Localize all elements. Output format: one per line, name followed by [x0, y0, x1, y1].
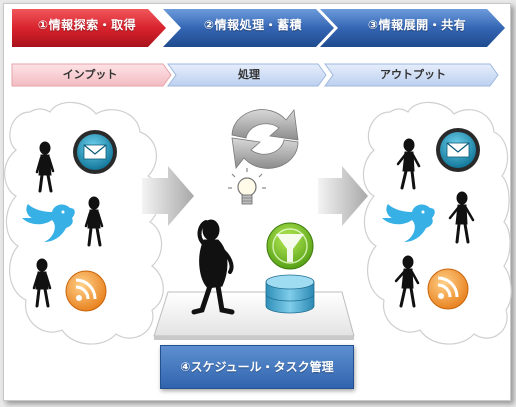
task-management-box: ④スケジュール・タスク管理	[160, 345, 354, 389]
stage-2-sub-label: 処理	[238, 68, 260, 81]
mail-icon-right	[436, 128, 480, 172]
stage-2-sub-chevron	[167, 63, 327, 87]
mail-icon-left	[73, 130, 117, 174]
stage-3-sub-chevron	[324, 63, 499, 87]
stage-2-chevron	[163, 9, 334, 47]
rss-icon-left	[65, 270, 107, 312]
stage-3-label: ③情報展開・共有	[367, 18, 467, 32]
person-figure-right-2	[448, 191, 475, 244]
stage-1-chevron	[12, 9, 166, 47]
funnel-filter-icon	[266, 222, 314, 270]
lightbulb-icon	[228, 168, 266, 205]
database-icon	[265, 274, 315, 314]
person-figure-left-1	[35, 141, 55, 193]
twitter-bird-icon-right	[382, 204, 435, 242]
stage-1-sub-label: インプット	[62, 68, 118, 81]
center-platform	[153, 291, 355, 337]
thinking-person-figure	[191, 219, 235, 315]
stage-3-chevron	[320, 9, 505, 47]
person-figure-left-3	[32, 258, 52, 308]
rss-icon-right	[427, 268, 469, 310]
person-figure-right-3	[394, 255, 420, 308]
person-figure-left-2	[84, 196, 104, 247]
arrow-process-to-output	[318, 166, 368, 226]
stage-1-label: ①情報探索・取得	[37, 18, 137, 32]
arrow-input-to-process	[142, 166, 194, 226]
twitter-bird-icon-left	[22, 204, 75, 242]
refresh-cycle-icon	[231, 109, 299, 169]
output-cloud	[362, 101, 512, 345]
person-figure-right-1	[396, 138, 421, 190]
stage-1-sub-chevron	[11, 63, 172, 87]
stage-3-sub-label: アウトプット	[380, 68, 446, 81]
stage-2-label: ②情報処理・蓄積	[203, 18, 303, 32]
